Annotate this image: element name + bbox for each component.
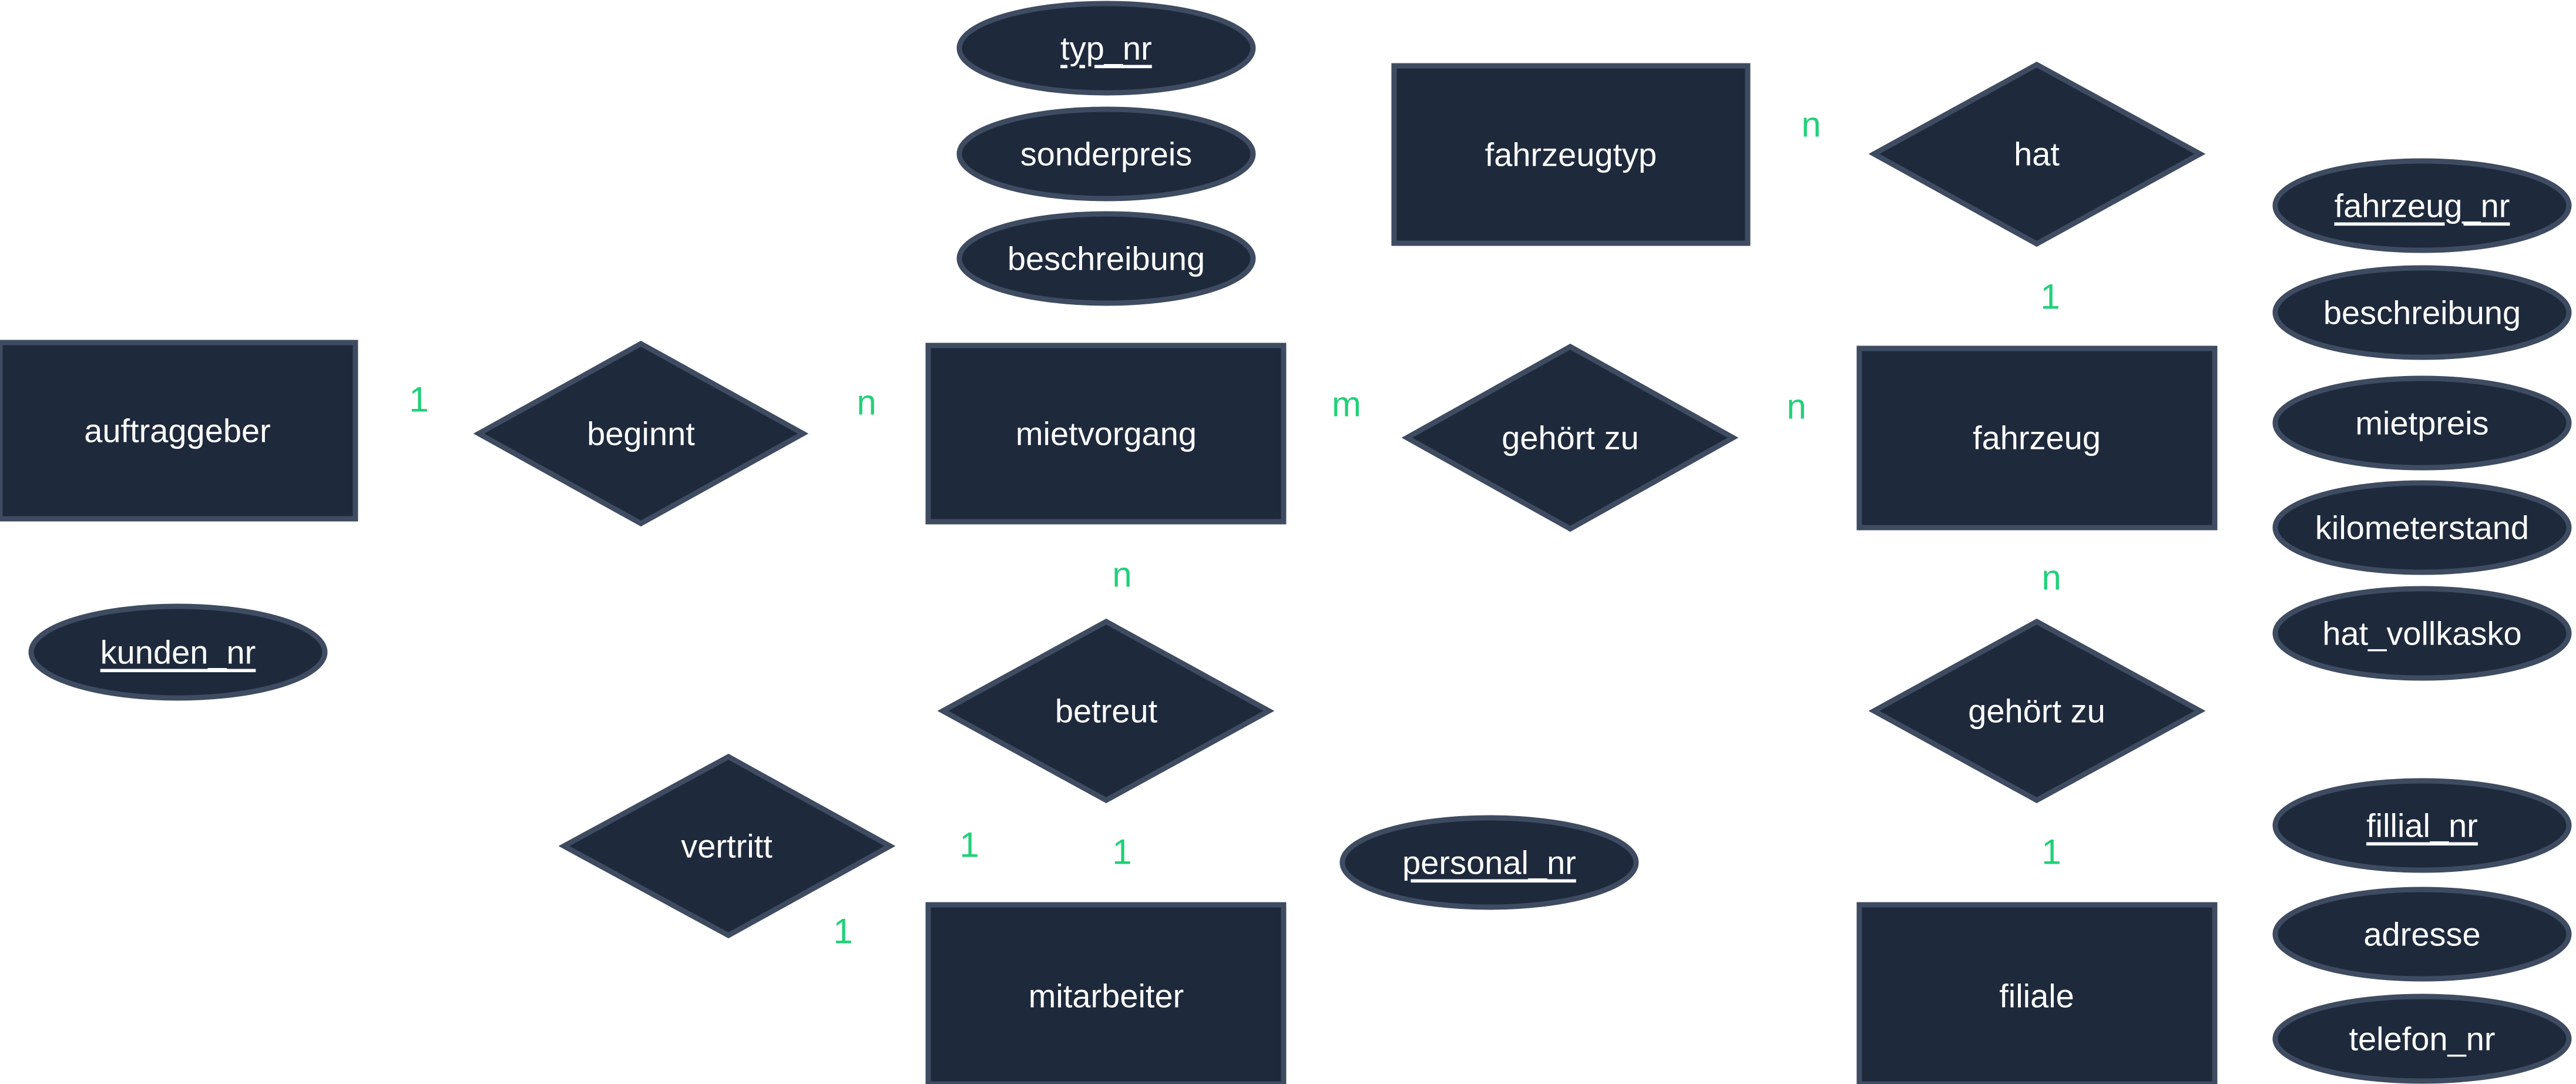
cardinality-fahrzeug-gehoert: n	[2041, 558, 2061, 598]
attribute-fahrzeug-nr: fahrzeug_nr	[2272, 158, 2572, 253]
attribute-kunden-nr: kunden_nr	[28, 603, 328, 701]
entity-auftraggeber: auftraggeber	[0, 340, 358, 522]
entity-fahrzeug: fahrzeug	[1856, 345, 2218, 531]
attribute-typ-nr: typ_nr	[956, 1, 1256, 96]
entity-auftraggeber-label: auftraggeber	[84, 412, 271, 449]
connector-vertritt-mitarbeiter-lower	[728, 934, 932, 995]
attribute-telefon-nr-label: telefon_nr	[2349, 1021, 2495, 1058]
relationship-gehoert-zu-2: gehört zu	[1868, 618, 2206, 804]
relationship-gehoert-zu-1: gehört zu	[1401, 343, 1739, 532]
attribute-typ-nr-label: typ_nr	[1060, 30, 1152, 67]
entity-fahrzeug-label: fahrzeug	[1973, 419, 2101, 457]
attribute-sonderpreis: sonderpreis	[956, 106, 1256, 202]
cardinality-betreut-mitarbeiter: 1	[1112, 833, 1131, 872]
relationship-hat-label: hat	[2014, 136, 2060, 173]
cardinality-mietvorgang-gehoert: m	[1332, 385, 1361, 424]
connector-auftraggeber-beginnt	[355, 430, 479, 435]
entity-filiale-label: filiale	[1999, 978, 2074, 1015]
cardinality-mietvorgang-betreut: n	[1112, 555, 1131, 595]
relationship-beginnt: beginnt	[473, 340, 809, 527]
attribute-fillial-nr-label: fillial_nr	[2366, 807, 2478, 844]
attribute-kunden-nr-label: kunden_nr	[100, 634, 256, 671]
relationship-gehoert-zu-1-label: gehört zu	[1502, 419, 1639, 457]
relationship-betreut: betreut	[937, 618, 1275, 804]
cardinality-gehoert-filiale: 1	[2041, 833, 2061, 872]
attribute-beschreibung-fahrzeug-label: beschreibung	[2323, 294, 2521, 331]
attribute-kilometerstand: kilometerstand	[2272, 480, 2572, 575]
attribute-beschreibung-typ-label: beschreibung	[1007, 240, 1205, 277]
attribute-fillial-nr: fillial_nr	[2272, 778, 2572, 873]
entity-fahrzeugtyp: fahrzeugtyp	[1391, 63, 1751, 246]
relationship-vertritt-label: vertritt	[681, 828, 773, 865]
relationship-gehoert-zu-2-label: gehört zu	[1968, 693, 2105, 730]
attribute-beschreibung-typ: beschreibung	[956, 211, 1256, 306]
attribute-adresse-label: adresse	[2363, 916, 2480, 953]
entity-mitarbeiter: mitarbeiter	[925, 902, 1287, 1084]
cardinality-hat-fahrzeug: 1	[2040, 277, 2060, 317]
entity-mietvorgang-label: mietvorgang	[1016, 415, 1197, 452]
cardinality-beginnt-mietvorgang: n	[857, 383, 876, 422]
connector-vertritt-mitarbeiter	[889, 844, 1016, 910]
attribute-hat-vollkasko: hat_vollkasko	[2272, 586, 2572, 681]
entity-filiale: filiale	[1856, 902, 2218, 1084]
connectors	[176, 48, 2218, 1037]
cardinality-vertritt-mitarbeiter-top: 1	[959, 825, 979, 865]
attribute-mietpreis: mietpreis	[2272, 375, 2572, 471]
attribute-beschreibung-fahrzeug: beschreibung	[2272, 265, 2572, 360]
entity-fahrzeugtyp-label: fahrzeugtyp	[1485, 136, 1657, 173]
attribute-sonderpreis-label: sonderpreis	[1020, 136, 1193, 173]
cardinality-fahrzeugtyp-hat: n	[1801, 105, 1821, 145]
cardinality-labels: 1 n m n n 1 n 1 1 1 n 1	[409, 105, 2061, 951]
attribute-adresse: adresse	[2272, 887, 2572, 982]
connector-mietvorgang-gehoert-zu	[1283, 432, 1408, 439]
relationship-beginnt-label: beginnt	[587, 415, 695, 452]
cardinality-auftraggeber-beginnt: 1	[409, 380, 428, 419]
attribute-personal-nr: personal_nr	[1339, 815, 1639, 910]
entity-mietvorgang: mietvorgang	[925, 343, 1287, 525]
cardinality-vertritt-mitarbeiter-bottom: 1	[833, 912, 852, 951]
attribute-mietpreis-label: mietpreis	[2355, 405, 2488, 442]
attribute-fahrzeug-nr-label: fahrzeug_nr	[2335, 187, 2510, 224]
entity-mitarbeiter-label: mitarbeiter	[1029, 978, 1184, 1015]
connector-mitarbeiter-personal-nr	[1282, 861, 1346, 907]
relationship-betreut-label: betreut	[1055, 693, 1158, 730]
attribute-kilometerstand-label: kilometerstand	[2315, 509, 2529, 546]
attribute-hat-vollkasko-label: hat_vollkasko	[2322, 615, 2521, 652]
cardinality-gehoert-fahrzeug: n	[1786, 387, 1806, 427]
attribute-telefon-nr: telefon_nr	[2272, 994, 2572, 1084]
attribute-personal-nr-label: personal_nr	[1402, 844, 1576, 881]
relationship-vertritt: vertritt	[558, 753, 896, 939]
relationship-hat: hat	[1868, 61, 2206, 247]
